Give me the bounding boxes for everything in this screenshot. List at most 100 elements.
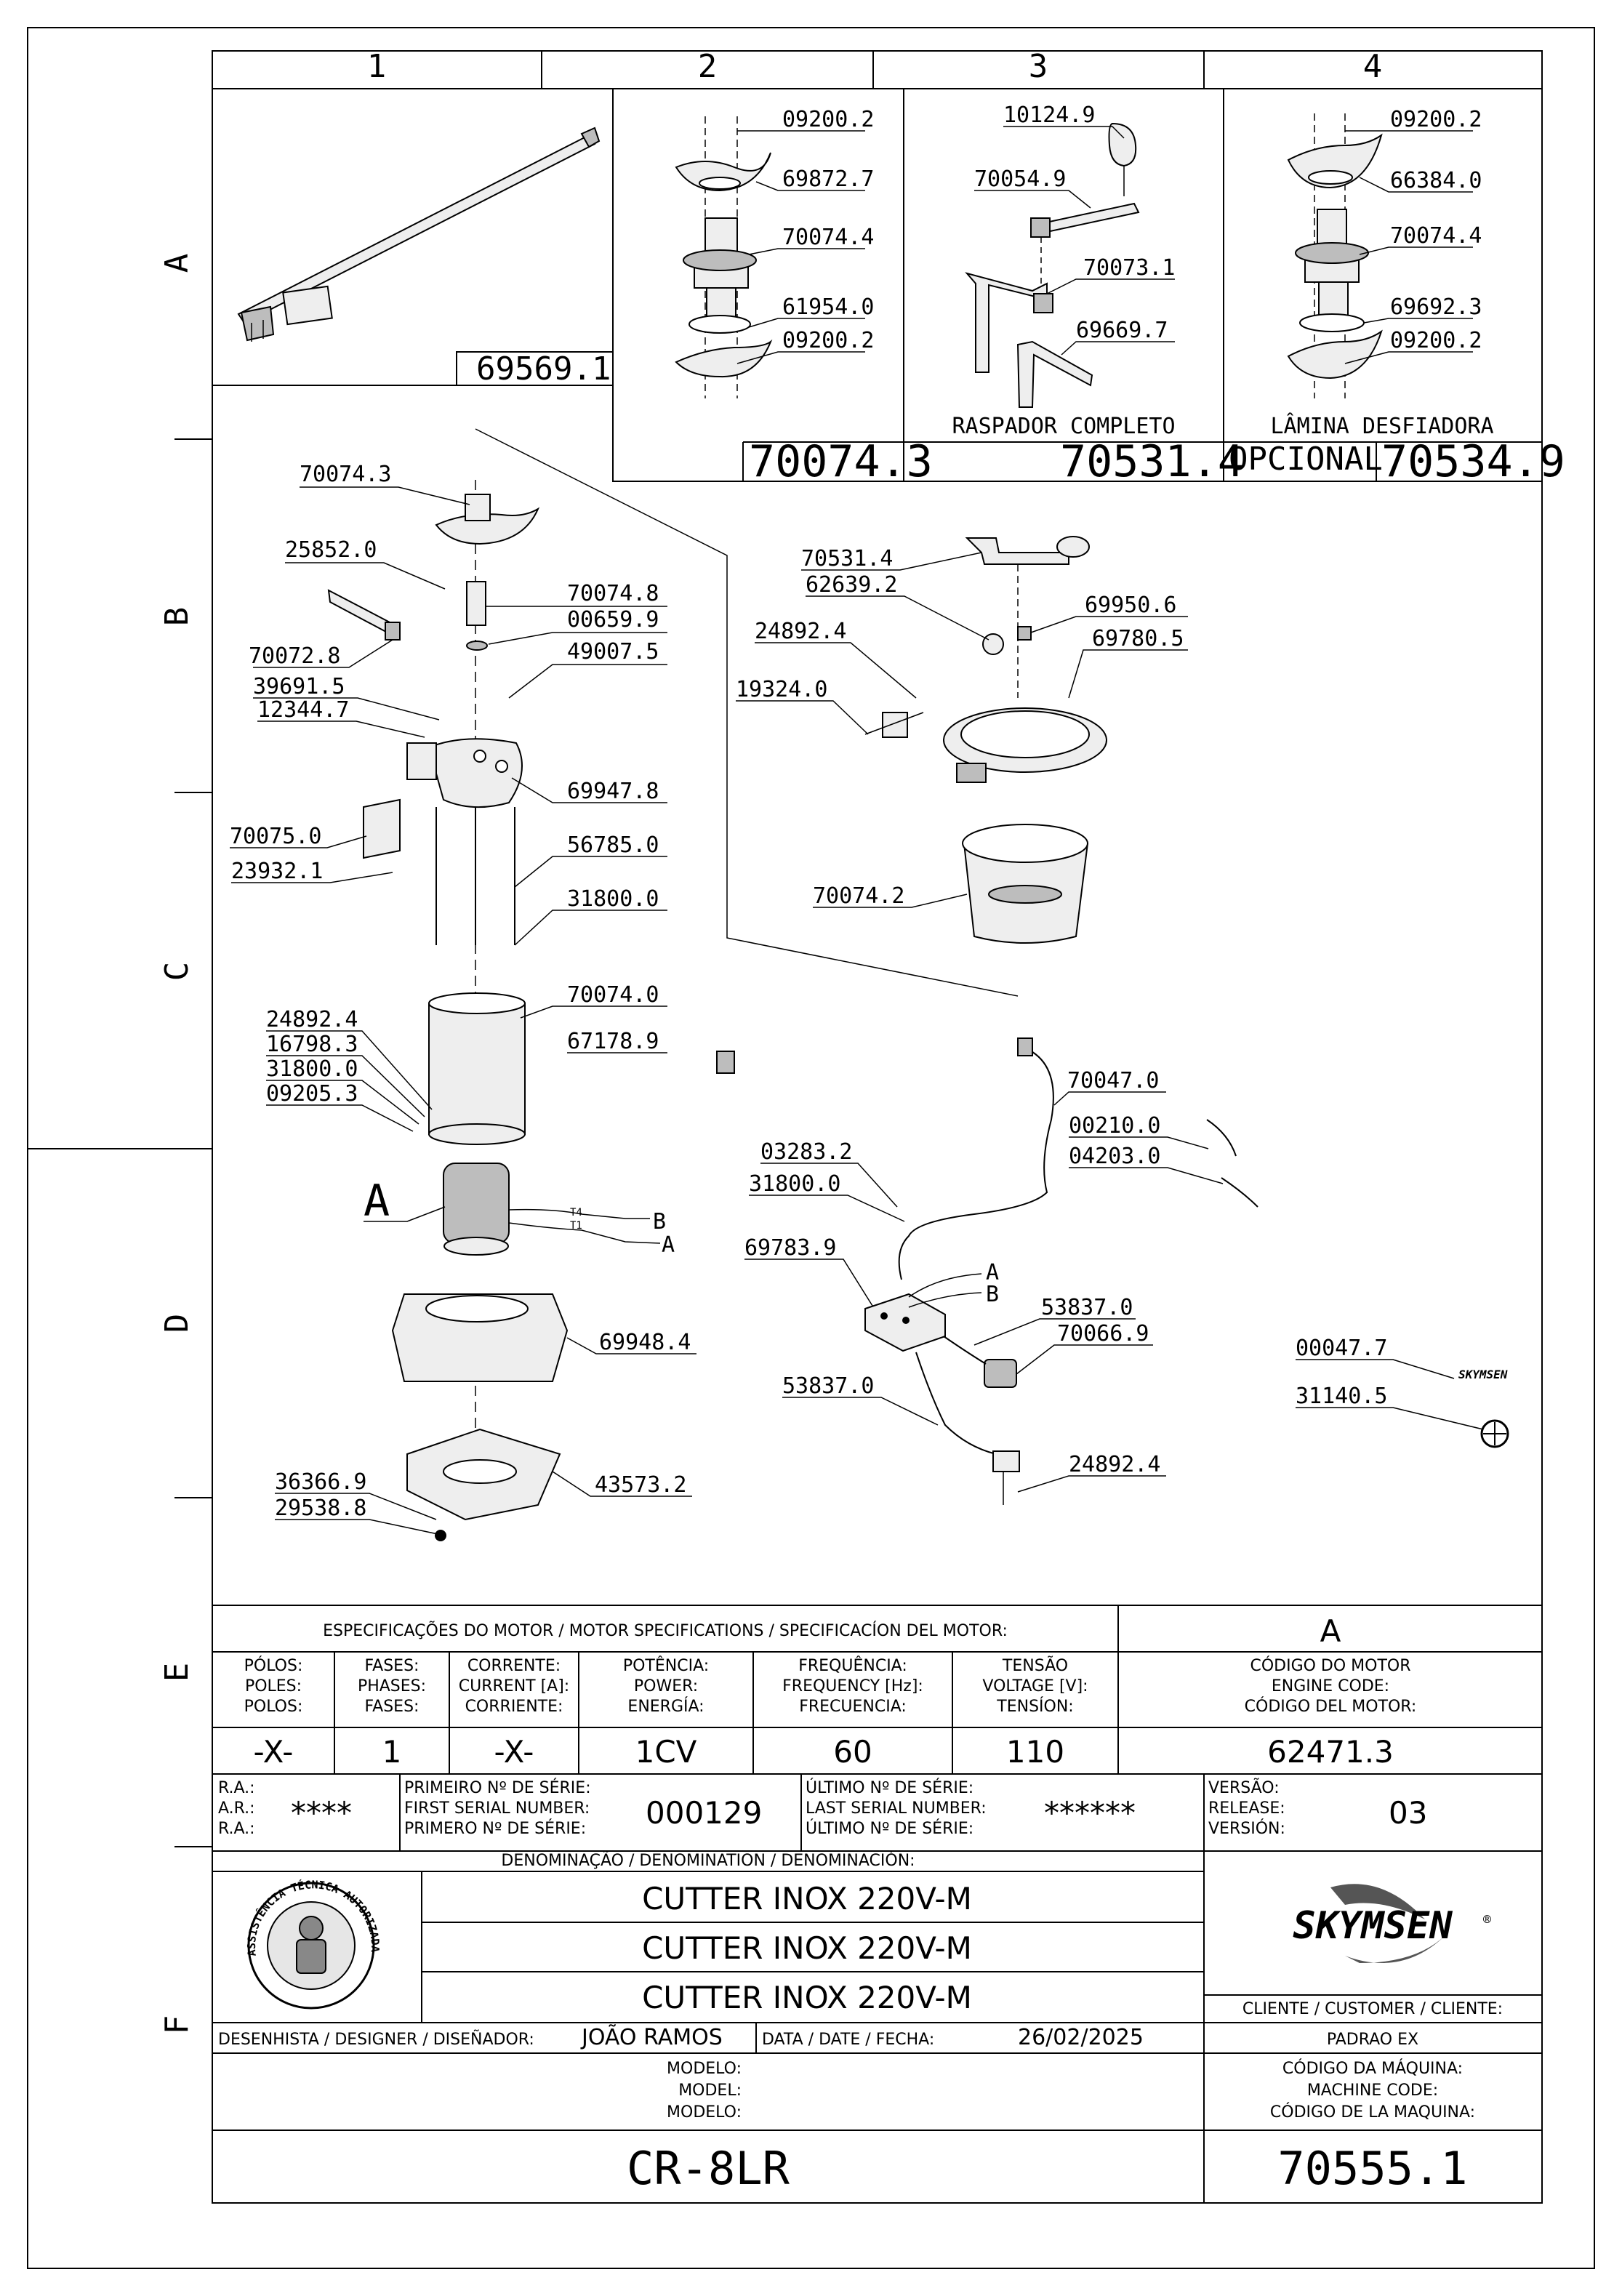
label-67178-9: 67178.9 [567, 1029, 659, 1054]
label-04203-0: 04203.0 [1069, 1144, 1160, 1169]
date-label: DATA / DATE / FECHA: [762, 2031, 934, 2049]
column-1-label: 1 [367, 48, 387, 85]
version-value: 03 [1389, 1795, 1427, 1831]
label-70066-9: 70066.9 [1057, 1321, 1149, 1346]
label-31800-0-a: 31800.0 [567, 886, 659, 912]
label-12344-7: 12344.7 [257, 697, 349, 723]
last-serial-label-1: LAST SERIAL NUMBER: [806, 1799, 987, 1818]
panel3-code: 70531.4 [1060, 436, 1244, 487]
panel4-caption: LÂMINA DESFIADORA [1270, 413, 1493, 439]
row-e-label: E [158, 1663, 196, 1682]
label-motor-a: A [364, 1176, 390, 1227]
label-70047-0: 70047.0 [1067, 1068, 1159, 1093]
panel2-label-3: 61954.0 [782, 294, 874, 320]
serial-row: R.A.: A.R.: R.A.: **** PRIMEIRO Nº DE SÉ… [212, 1774, 1542, 1852]
label-25852-0: 25852.0 [285, 537, 377, 563]
designer-label: DESENHISTA / DESIGNER / DISEÑADOR: [218, 2029, 534, 2049]
motor-spec-col-6-label-1: ENGINE CODE: [1272, 1677, 1389, 1695]
panel4-label-4: 09200.2 [1390, 328, 1482, 353]
designer-value: JOÃO RAMOS [580, 2024, 723, 2050]
motor-spec-heading: ESPECIFICAÇÕES DO MOTOR / MOTOR SPECIFIC… [323, 1621, 1008, 1640]
motor-spec-col-0-label-0: PÓLOS: [244, 1656, 303, 1675]
motor-spec-col-4-label-1: FREQUENCY [Hz]: [782, 1677, 923, 1695]
column-4-label: 4 [1363, 48, 1383, 85]
version-label-1: RELEASE: [1208, 1799, 1285, 1818]
motor-spec-col-1-label-2: FASES: [365, 1698, 419, 1716]
label-29538-8: 29538.8 [275, 1496, 366, 1521]
motor-spec-table: ESPECIFICAÇÕES DO MOTOR / MOTOR SPECIFIC… [212, 1605, 1542, 1775]
label-03283-2: 03283.2 [760, 1139, 852, 1165]
sticker-skymsen-text: SKYMSEN [1458, 1368, 1508, 1381]
label-53837-0-a: 53837.0 [1041, 1295, 1133, 1320]
row-c-label: C [158, 962, 196, 982]
column-3-label: 3 [1029, 48, 1048, 85]
label-00659-9: 00659.9 [567, 607, 659, 633]
panel3-label-3: 69669.7 [1076, 318, 1168, 343]
ra-label-1: A.R.: [218, 1799, 255, 1818]
label-43573-2: 43573.2 [595, 1472, 686, 1498]
date-value: 26/02/2025 [1018, 2025, 1144, 2050]
label-t1: T1 [570, 1220, 582, 1232]
version-label-0: VERSÃO: [1208, 1778, 1280, 1797]
first-serial-label-1: FIRST SERIAL NUMBER: [404, 1799, 590, 1818]
label-00210-0: 00210.0 [1069, 1113, 1160, 1139]
callout-labels: 70074.3 25852.0 70074.8 00659.9 49007.5 … [230, 462, 1484, 1535]
model-value: CR-8LR [627, 2142, 790, 2195]
motor-spec-col-3-value: 1CV [635, 1734, 697, 1770]
label-62639-2: 62639.2 [806, 572, 897, 598]
client-label: CLIENTE / CUSTOMER / CLIENTE: [1242, 2000, 1503, 2018]
motor-spec-col-2-label-0: CORRENTE: [467, 1657, 561, 1675]
label-49007-5: 49007.5 [567, 639, 659, 665]
row-ruler: A B C D E F [28, 254, 212, 2035]
client-value: PADRAO EX [1327, 2031, 1418, 2049]
label-24892-4-c: 24892.4 [1069, 1452, 1160, 1477]
motor-spec-col-3-label-2: ENERGÍA: [627, 1697, 704, 1716]
panel1-shaft-part [237, 127, 601, 342]
panel2-label-1: 69872.7 [782, 166, 874, 192]
label-56785-0: 56785.0 [567, 832, 659, 858]
label-70074-0: 70074.0 [567, 982, 659, 1008]
motor-spec-col-5-value: 110 [1006, 1734, 1064, 1770]
denomination-name-2: CUTTER INOX 220V-M [642, 1980, 972, 2015]
panel4-label-2: 70074.4 [1390, 223, 1482, 249]
denomination-label: DENOMINAÇÃO / DENOMINATION / DENOMINACIÓ… [501, 1850, 915, 1870]
row-f-label: F [158, 2015, 196, 2035]
panel4-label-1: 66384.0 [1390, 168, 1482, 193]
panel2-labels: 09200.2 69872.7 70074.4 61954.0 09200.2 [736, 107, 874, 364]
ra-value: **** [291, 1795, 352, 1831]
panel3-label-2: 70073.1 [1083, 255, 1175, 281]
panel2-code: 70074.3 [749, 436, 933, 487]
motor-spec-col-0-label-2: POLOS: [244, 1698, 303, 1716]
motor-spec-col-4-label-0: FREQUÊNCIA: [798, 1656, 907, 1675]
motor-spec-col-6-label-2: CÓDIGO DEL MOTOR: [1245, 1697, 1417, 1716]
panel2-label-4: 09200.2 [782, 328, 874, 353]
label-24892-4-b: 24892.4 [755, 619, 846, 644]
motor-spec-col-0-label-1: POLES: [245, 1677, 302, 1695]
panel3-scraper-part [965, 122, 1140, 408]
motor-spec-col-5-label-1: VOLTAGE [V]: [982, 1677, 1088, 1695]
label-switch-a: A [986, 1260, 999, 1285]
label-36366-9: 36366.9 [275, 1469, 366, 1495]
machine-code-label-0: CÓDIGO DA MÁQUINA: [1282, 2059, 1463, 2078]
row-a-label: A [158, 254, 196, 273]
motor-spec-col-4-value: 60 [833, 1734, 872, 1770]
last-serial-label-2: ÚLTIMO Nº DE SÉRIE: [806, 1819, 973, 1838]
panel4-shredder-blade [1287, 113, 1383, 398]
label-23932-1: 23932.1 [231, 859, 323, 884]
model-label-2: MODELO: [667, 2103, 742, 2122]
label-70531-4: 70531.4 [801, 546, 893, 571]
label-69947-8: 69947.8 [567, 779, 659, 804]
assistance-logo: ASSISTÊNCIA TÉCNICA AUTORIZADA [245, 1878, 382, 2010]
motor-spec-col-4-label-2: FRECUENCIA: [799, 1698, 907, 1716]
panel4-optional: OPCIONAL [1229, 441, 1383, 478]
label-70072-8: 70072.8 [249, 643, 340, 669]
skymsen-logo: SKYMSEN ® [1293, 1884, 1491, 1963]
label-69783-9: 69783.9 [744, 1235, 836, 1261]
motor-spec-col-3-label-1: POWER: [634, 1677, 698, 1695]
motor-spec-col-1-label-0: FASES: [365, 1657, 419, 1675]
label-69948-4: 69948.4 [599, 1330, 691, 1355]
motor-spec-ref: A [1320, 1613, 1341, 1649]
panel4-labels: 09200.2 66384.0 70074.4 69692.3 09200.2 [1344, 107, 1482, 364]
machine-code-label-1: MACHINE CODE: [1307, 2082, 1438, 2100]
